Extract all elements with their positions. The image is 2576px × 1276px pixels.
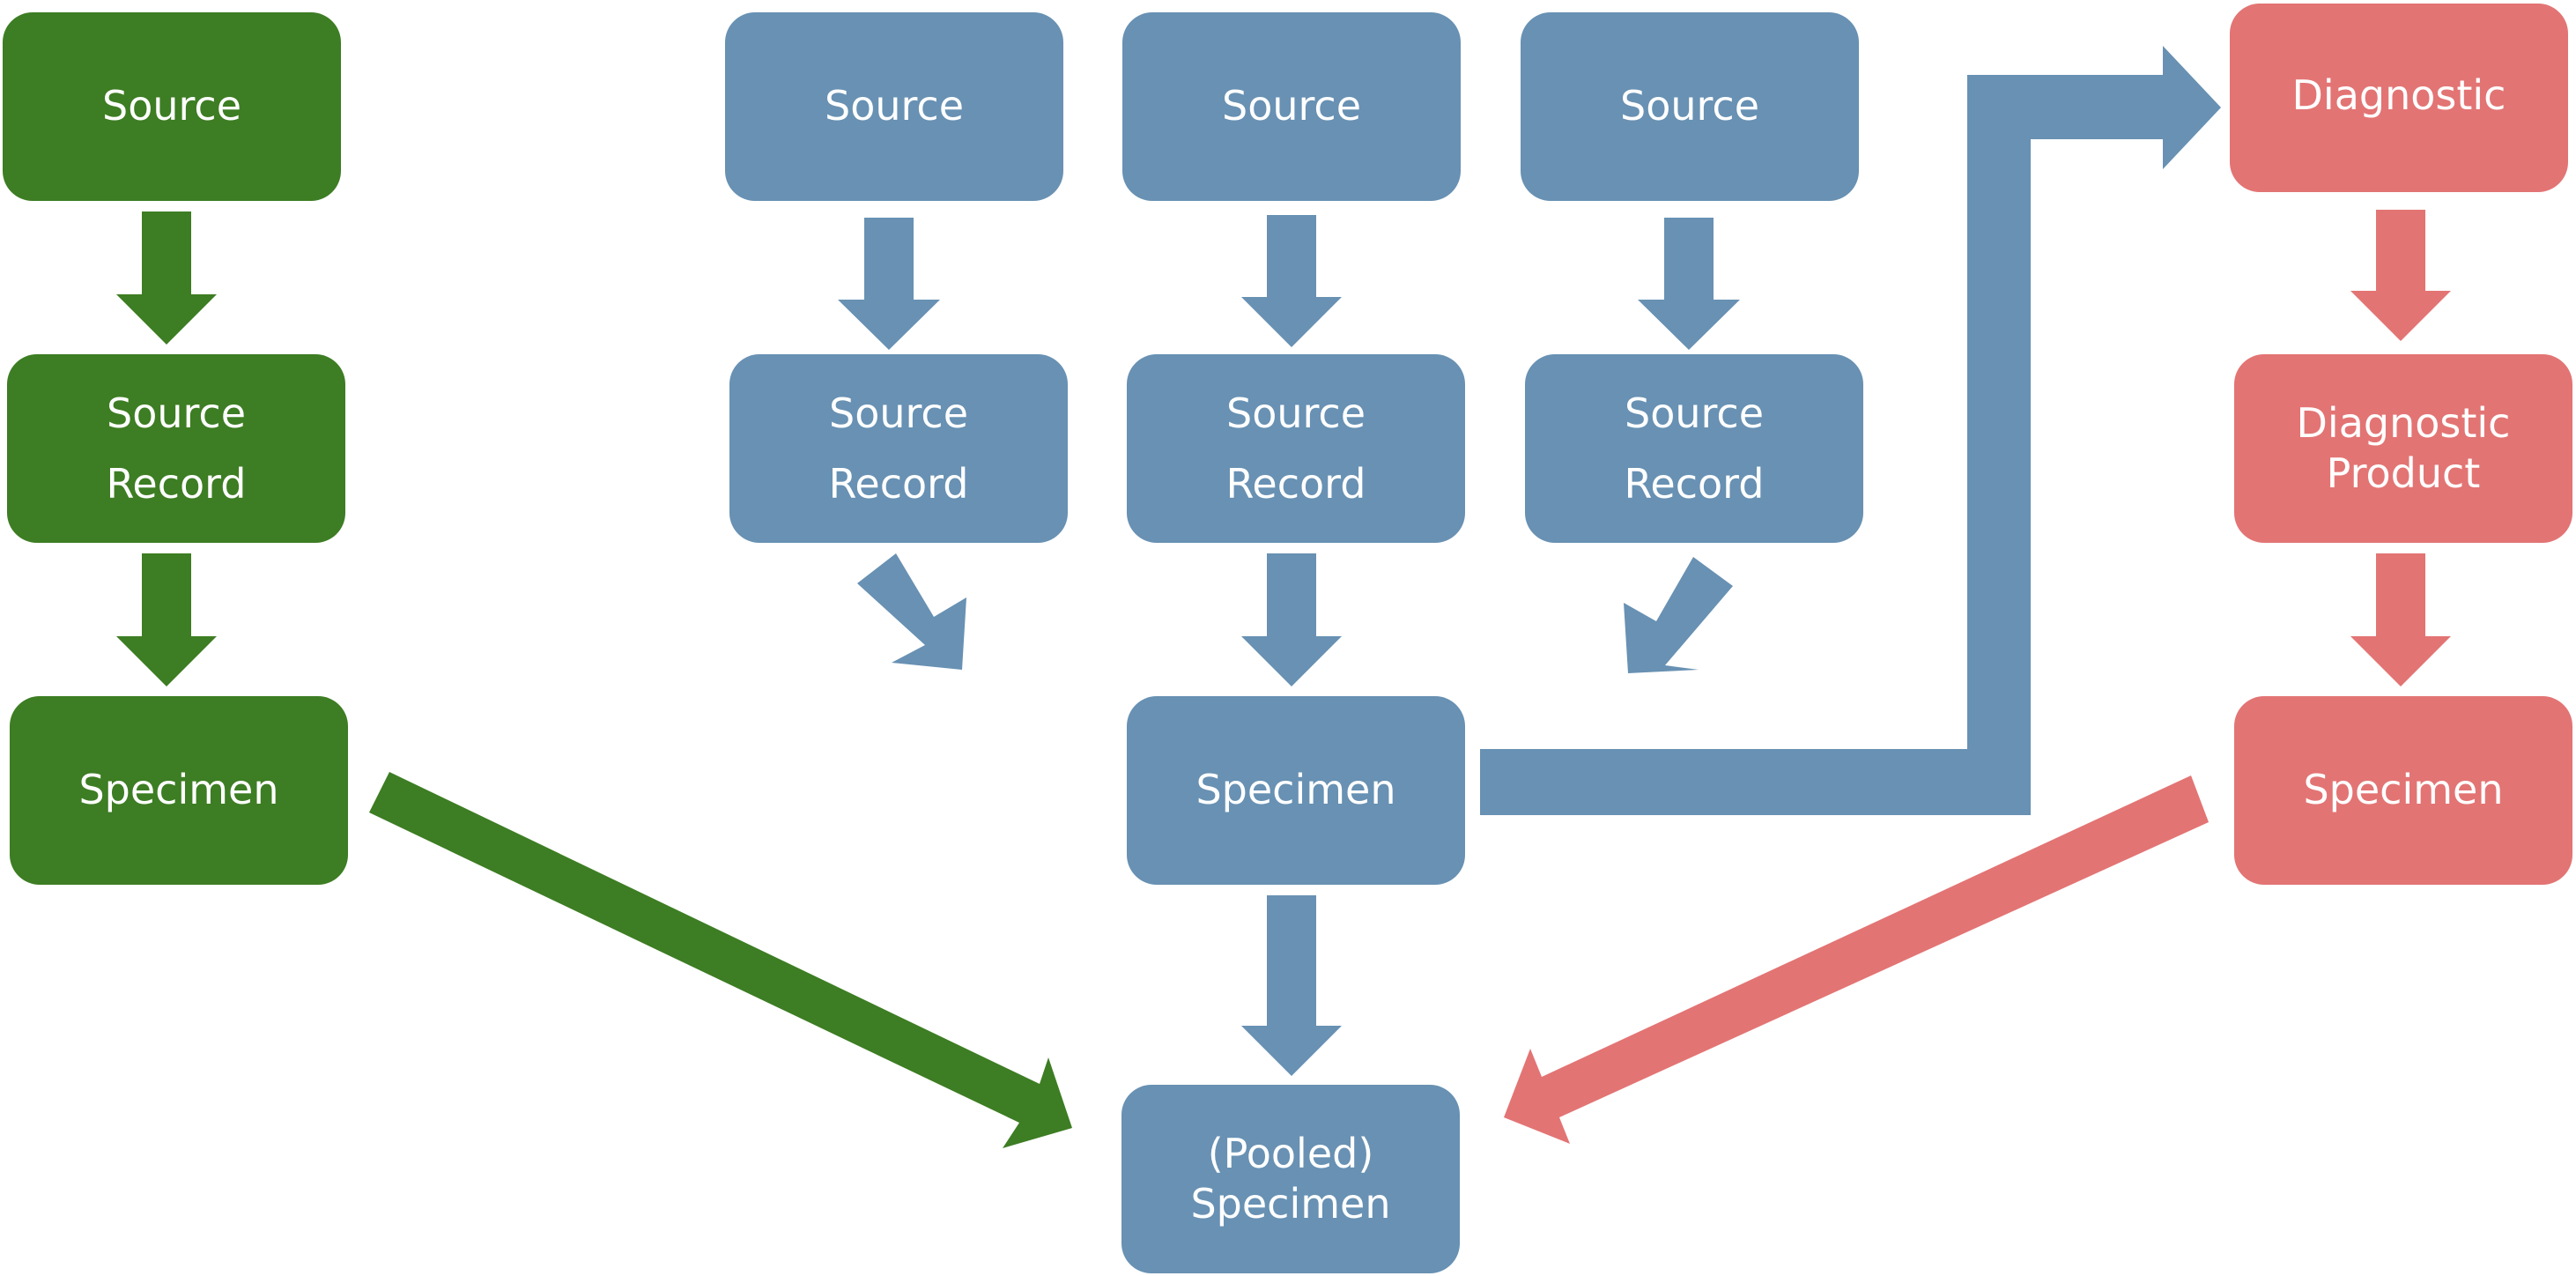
green-specimen-label: Specimen <box>78 766 279 814</box>
arrow-blue1-record-to-pooled <box>857 553 966 670</box>
arrow-blue2-specimen-to-pooled <box>1241 895 1342 1076</box>
diagnostic-product-box: Diagnostic Product <box>2234 354 2572 543</box>
blue-source-record-2-line1: Source <box>1226 389 1366 437</box>
diagnostic-label: Diagnostic <box>2291 71 2506 119</box>
green-source-record-box: Source Record <box>7 354 345 543</box>
pooled-specimen-box: (Pooled) Specimen <box>1121 1085 1460 1273</box>
arrow-blue1-source-to-record <box>838 218 940 350</box>
green-source-record-label-line2: Record <box>106 460 247 508</box>
arrow-blue2-source-to-record <box>1241 215 1342 347</box>
arrow-green-source-to-record <box>116 211 217 345</box>
green-source-label: Source <box>102 82 241 130</box>
green-specimen-box: Specimen <box>10 696 348 885</box>
blue-source-record-box-2: Source Record <box>1127 354 1465 543</box>
arrow-blue3-record-to-pooled <box>1624 557 1733 673</box>
arrow-red-product-to-specimen <box>2350 553 2451 686</box>
arrow-green-specimen-to-pooled <box>369 772 1072 1148</box>
arrow-blue2-record-to-specimen <box>1241 553 1342 686</box>
red-specimen-label: Specimen <box>2303 766 2504 814</box>
blue-source-box-3: Source <box>1521 12 1859 201</box>
blue-source-label-3: Source <box>1620 82 1759 130</box>
pooled-specimen-line2: Specimen <box>1190 1180 1391 1228</box>
blue-source-record-1-line1: Source <box>829 389 968 437</box>
green-source-box: Source <box>3 12 341 201</box>
blue-source-label-2: Source <box>1222 82 1361 130</box>
blue-source-label-1: Source <box>825 82 964 130</box>
arrow-red-diagnostic-to-product <box>2350 210 2451 341</box>
blue-source-record-1-line2: Record <box>828 460 969 508</box>
blue-specimen-box: Specimen <box>1127 696 1465 885</box>
blue-source-record-box-1: Source Record <box>729 354 1068 543</box>
arrow-blue3-source-to-record <box>1638 218 1740 350</box>
blue-specimen-label: Specimen <box>1195 766 1396 814</box>
arrow-red-specimen-to-pooled <box>1504 775 2209 1144</box>
arrow-green-record-to-specimen <box>116 553 217 686</box>
blue-source-box-1: Source <box>725 12 1063 201</box>
arrow-blue-specimen-to-diagnostic <box>1480 46 2221 815</box>
diagnostic-product-line2: Product <box>2326 449 2481 497</box>
red-specimen-box: Specimen <box>2234 696 2572 885</box>
green-source-record-label-line1: Source <box>107 389 246 437</box>
blue-source-record-box-3: Source Record <box>1525 354 1863 543</box>
blue-source-record-2-line2: Record <box>1225 460 1366 508</box>
blue-source-record-3-line2: Record <box>1624 460 1765 508</box>
diagnostic-box: Diagnostic <box>2230 4 2568 192</box>
blue-source-record-3-line1: Source <box>1625 389 1764 437</box>
pooled-specimen-line1: (Pooled) <box>1207 1129 1374 1177</box>
blue-source-box-2: Source <box>1122 12 1461 201</box>
diagnostic-product-line1: Diagnostic <box>2296 398 2511 447</box>
